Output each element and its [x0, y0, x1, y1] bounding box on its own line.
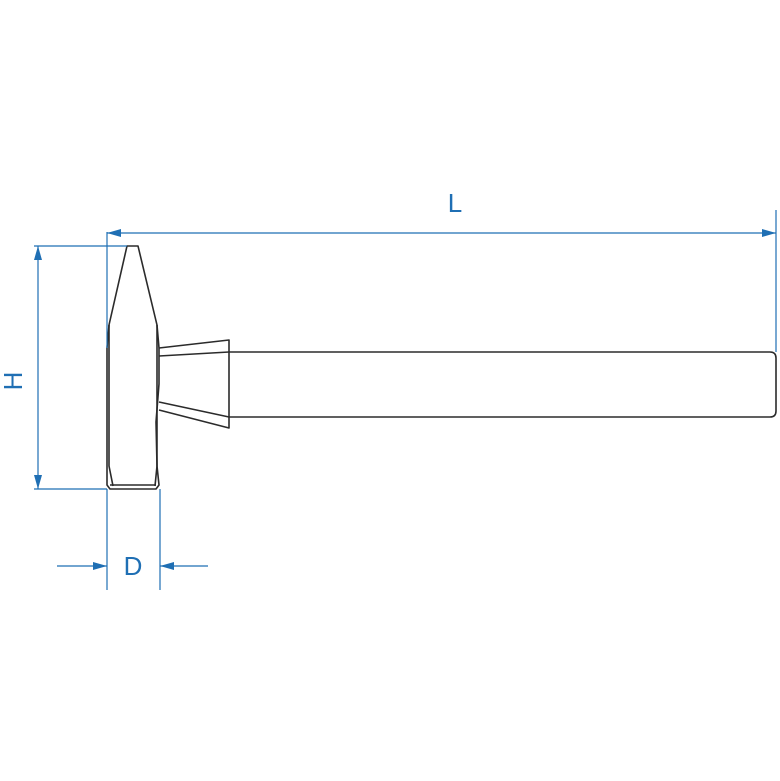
- depth-arrow-right: [160, 562, 174, 570]
- length-label: L: [448, 188, 462, 218]
- depth-arrow-left: [93, 562, 107, 570]
- dimension-height: H: [0, 245, 127, 490]
- head-facet-right: [154, 325, 158, 487]
- dimension-depth: D: [57, 489, 208, 590]
- hammer-outline: [106, 245, 777, 490]
- collar-inner-top: [158, 351, 230, 357]
- hammer-head: [106, 245, 160, 490]
- head-facet-left: [108, 325, 114, 487]
- hammer-collar: [158, 339, 230, 429]
- height-label: H: [0, 372, 28, 391]
- height-arrow-top: [34, 246, 42, 260]
- collar-inner-bottom: [158, 401, 230, 418]
- height-arrow-bottom: [34, 475, 42, 489]
- length-arrow-right: [762, 229, 776, 237]
- length-arrow-left: [107, 229, 121, 237]
- hammer-handle: [229, 351, 777, 418]
- depth-label: D: [124, 551, 143, 581]
- dimension-length: L: [106, 188, 777, 352]
